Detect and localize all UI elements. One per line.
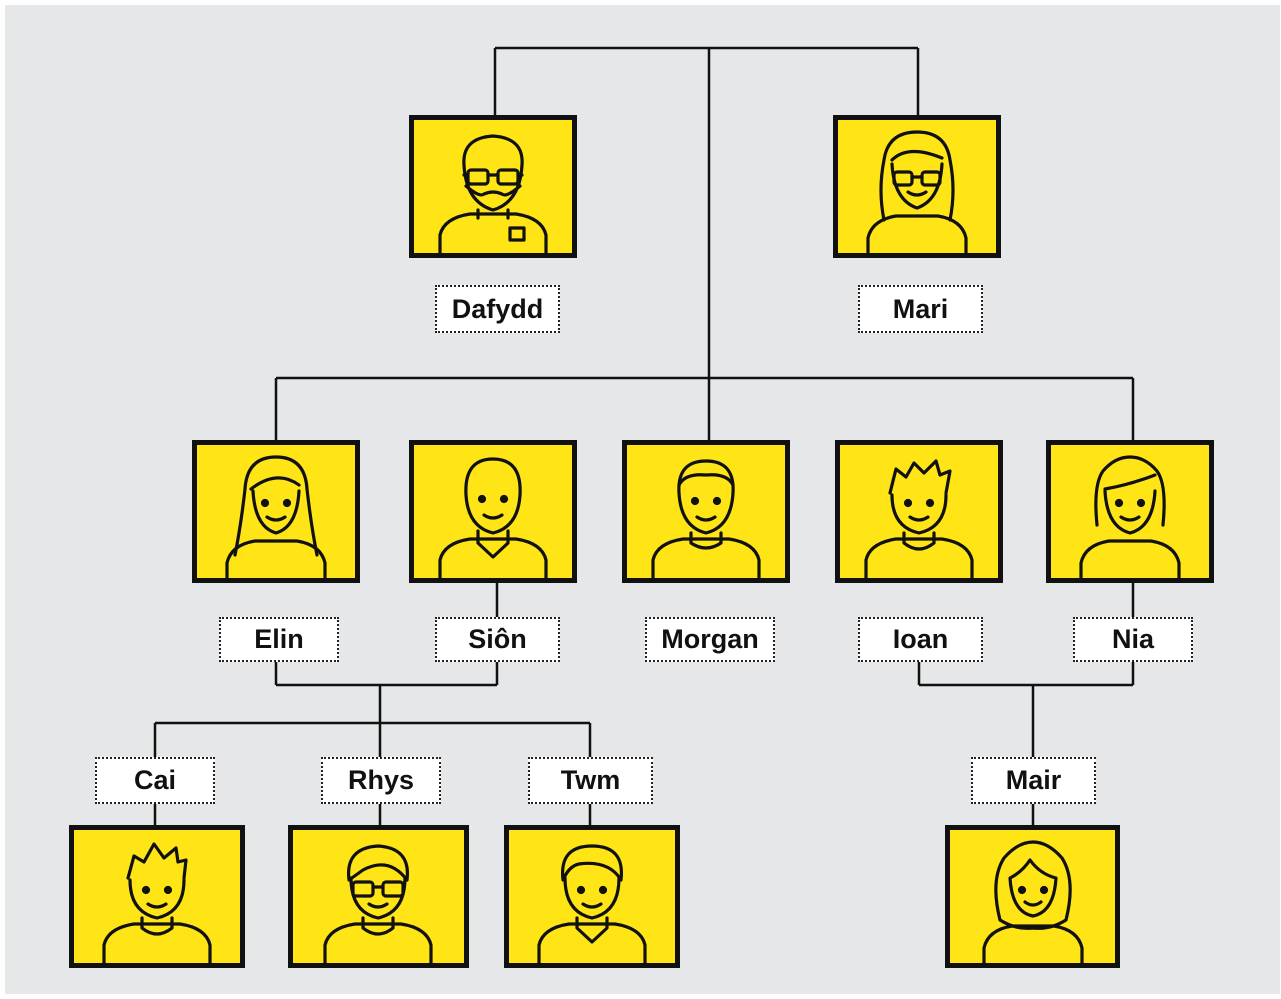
name-label-nia: Nia [1073, 617, 1193, 662]
name-label-cai: Cai [95, 757, 215, 804]
boy-spiky-hair-avatar-icon [102, 842, 212, 963]
name-label-dafydd: Dafydd [435, 285, 560, 333]
name-label-sion: Siôn [435, 617, 560, 662]
woman-long-hair-avatar-icon [225, 455, 327, 578]
name-label-ioan: Ioan [858, 617, 983, 662]
portrait-nia [1046, 440, 1214, 583]
boy-glasses-avatar-icon [323, 844, 433, 963]
portrait-sion [409, 440, 577, 583]
portrait-cai [69, 825, 245, 968]
name-label-twm: Twm [528, 757, 653, 804]
name-label-morgan: Morgan [645, 617, 775, 662]
portrait-mari [833, 115, 1001, 258]
portrait-morgan [622, 440, 790, 583]
name-label-mari: Mari [858, 285, 983, 333]
woman-bob-hair-avatar-icon [1079, 455, 1181, 578]
portrait-dafydd [409, 115, 577, 258]
family-tree-canvas: Dafydd Mari [5, 5, 1280, 994]
bald-man-avatar-icon [438, 457, 548, 578]
name-label-mair: Mair [971, 757, 1096, 804]
portrait-twm [504, 825, 680, 968]
man-spiky-hair-avatar-icon [864, 459, 974, 578]
name-label-elin: Elin [219, 617, 339, 662]
woman-glasses-avatar-icon [866, 130, 968, 253]
portrait-ioan [835, 440, 1003, 583]
portrait-elin [192, 440, 360, 583]
connector-lines [153, 46, 1135, 825]
man-glasses-beard-avatar-icon [438, 134, 548, 253]
man-short-hair-avatar-icon [651, 459, 761, 578]
portrait-rhys [288, 825, 469, 968]
girl-long-hair-avatar-icon [982, 840, 1084, 963]
boy-side-part-avatar-icon [537, 844, 647, 963]
portrait-mair [945, 825, 1120, 968]
name-label-rhys: Rhys [321, 757, 441, 804]
